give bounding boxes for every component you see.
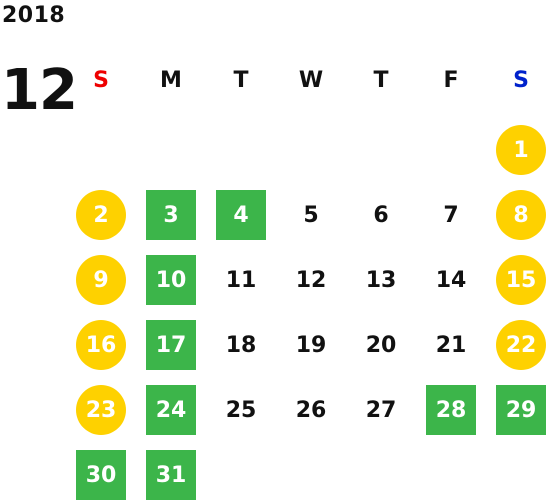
day-cell-31[interactable]: 31 — [146, 450, 196, 500]
day-cell-18[interactable]: 18 — [225, 332, 257, 358]
day-cell-10[interactable]: 10 — [146, 255, 196, 305]
day-cell-11[interactable]: 11 — [225, 267, 257, 293]
day-cell-3[interactable]: 3 — [146, 190, 196, 240]
weekday-sunday: S — [93, 68, 109, 93]
day-cell-25[interactable]: 25 — [225, 397, 257, 423]
day-cell-29[interactable]: 29 — [496, 385, 546, 435]
weekday-tuesday: T — [233, 68, 249, 93]
day-cell-19[interactable]: 19 — [295, 332, 327, 358]
day-cell-27[interactable]: 27 — [365, 397, 397, 423]
day-cell-8[interactable]: 8 — [496, 190, 546, 240]
day-cell-12[interactable]: 12 — [295, 267, 327, 293]
day-cell-14[interactable]: 14 — [435, 267, 467, 293]
day-cell-2[interactable]: 2 — [76, 190, 126, 240]
day-cell-17[interactable]: 17 — [146, 320, 196, 370]
weekday-saturday: S — [513, 68, 529, 93]
day-cell-23[interactable]: 23 — [76, 385, 126, 435]
day-cell-22[interactable]: 22 — [496, 320, 546, 370]
day-cell-1[interactable]: 1 — [496, 125, 546, 175]
day-cell-20[interactable]: 20 — [365, 332, 397, 358]
weekday-friday: F — [443, 68, 459, 93]
day-cell-6[interactable]: 6 — [373, 202, 389, 228]
day-cell-30[interactable]: 30 — [76, 450, 126, 500]
weekday-monday: M — [160, 68, 182, 93]
day-cell-15[interactable]: 15 — [496, 255, 546, 305]
year-label: 2018 — [2, 3, 66, 28]
day-cell-24[interactable]: 24 — [146, 385, 196, 435]
day-cell-26[interactable]: 26 — [295, 397, 327, 423]
day-cell-28[interactable]: 28 — [426, 385, 476, 435]
day-cell-7[interactable]: 7 — [443, 202, 459, 228]
day-cell-5[interactable]: 5 — [303, 202, 319, 228]
day-cell-4[interactable]: 4 — [216, 190, 266, 240]
day-cell-13[interactable]: 13 — [365, 267, 397, 293]
day-cell-16[interactable]: 16 — [76, 320, 126, 370]
day-cell-21[interactable]: 21 — [435, 332, 467, 358]
month-number: 12 — [1, 58, 78, 123]
weekday-wednesday: W — [298, 68, 324, 93]
weekday-thursday: T — [373, 68, 389, 93]
day-cell-9[interactable]: 9 — [76, 255, 126, 305]
